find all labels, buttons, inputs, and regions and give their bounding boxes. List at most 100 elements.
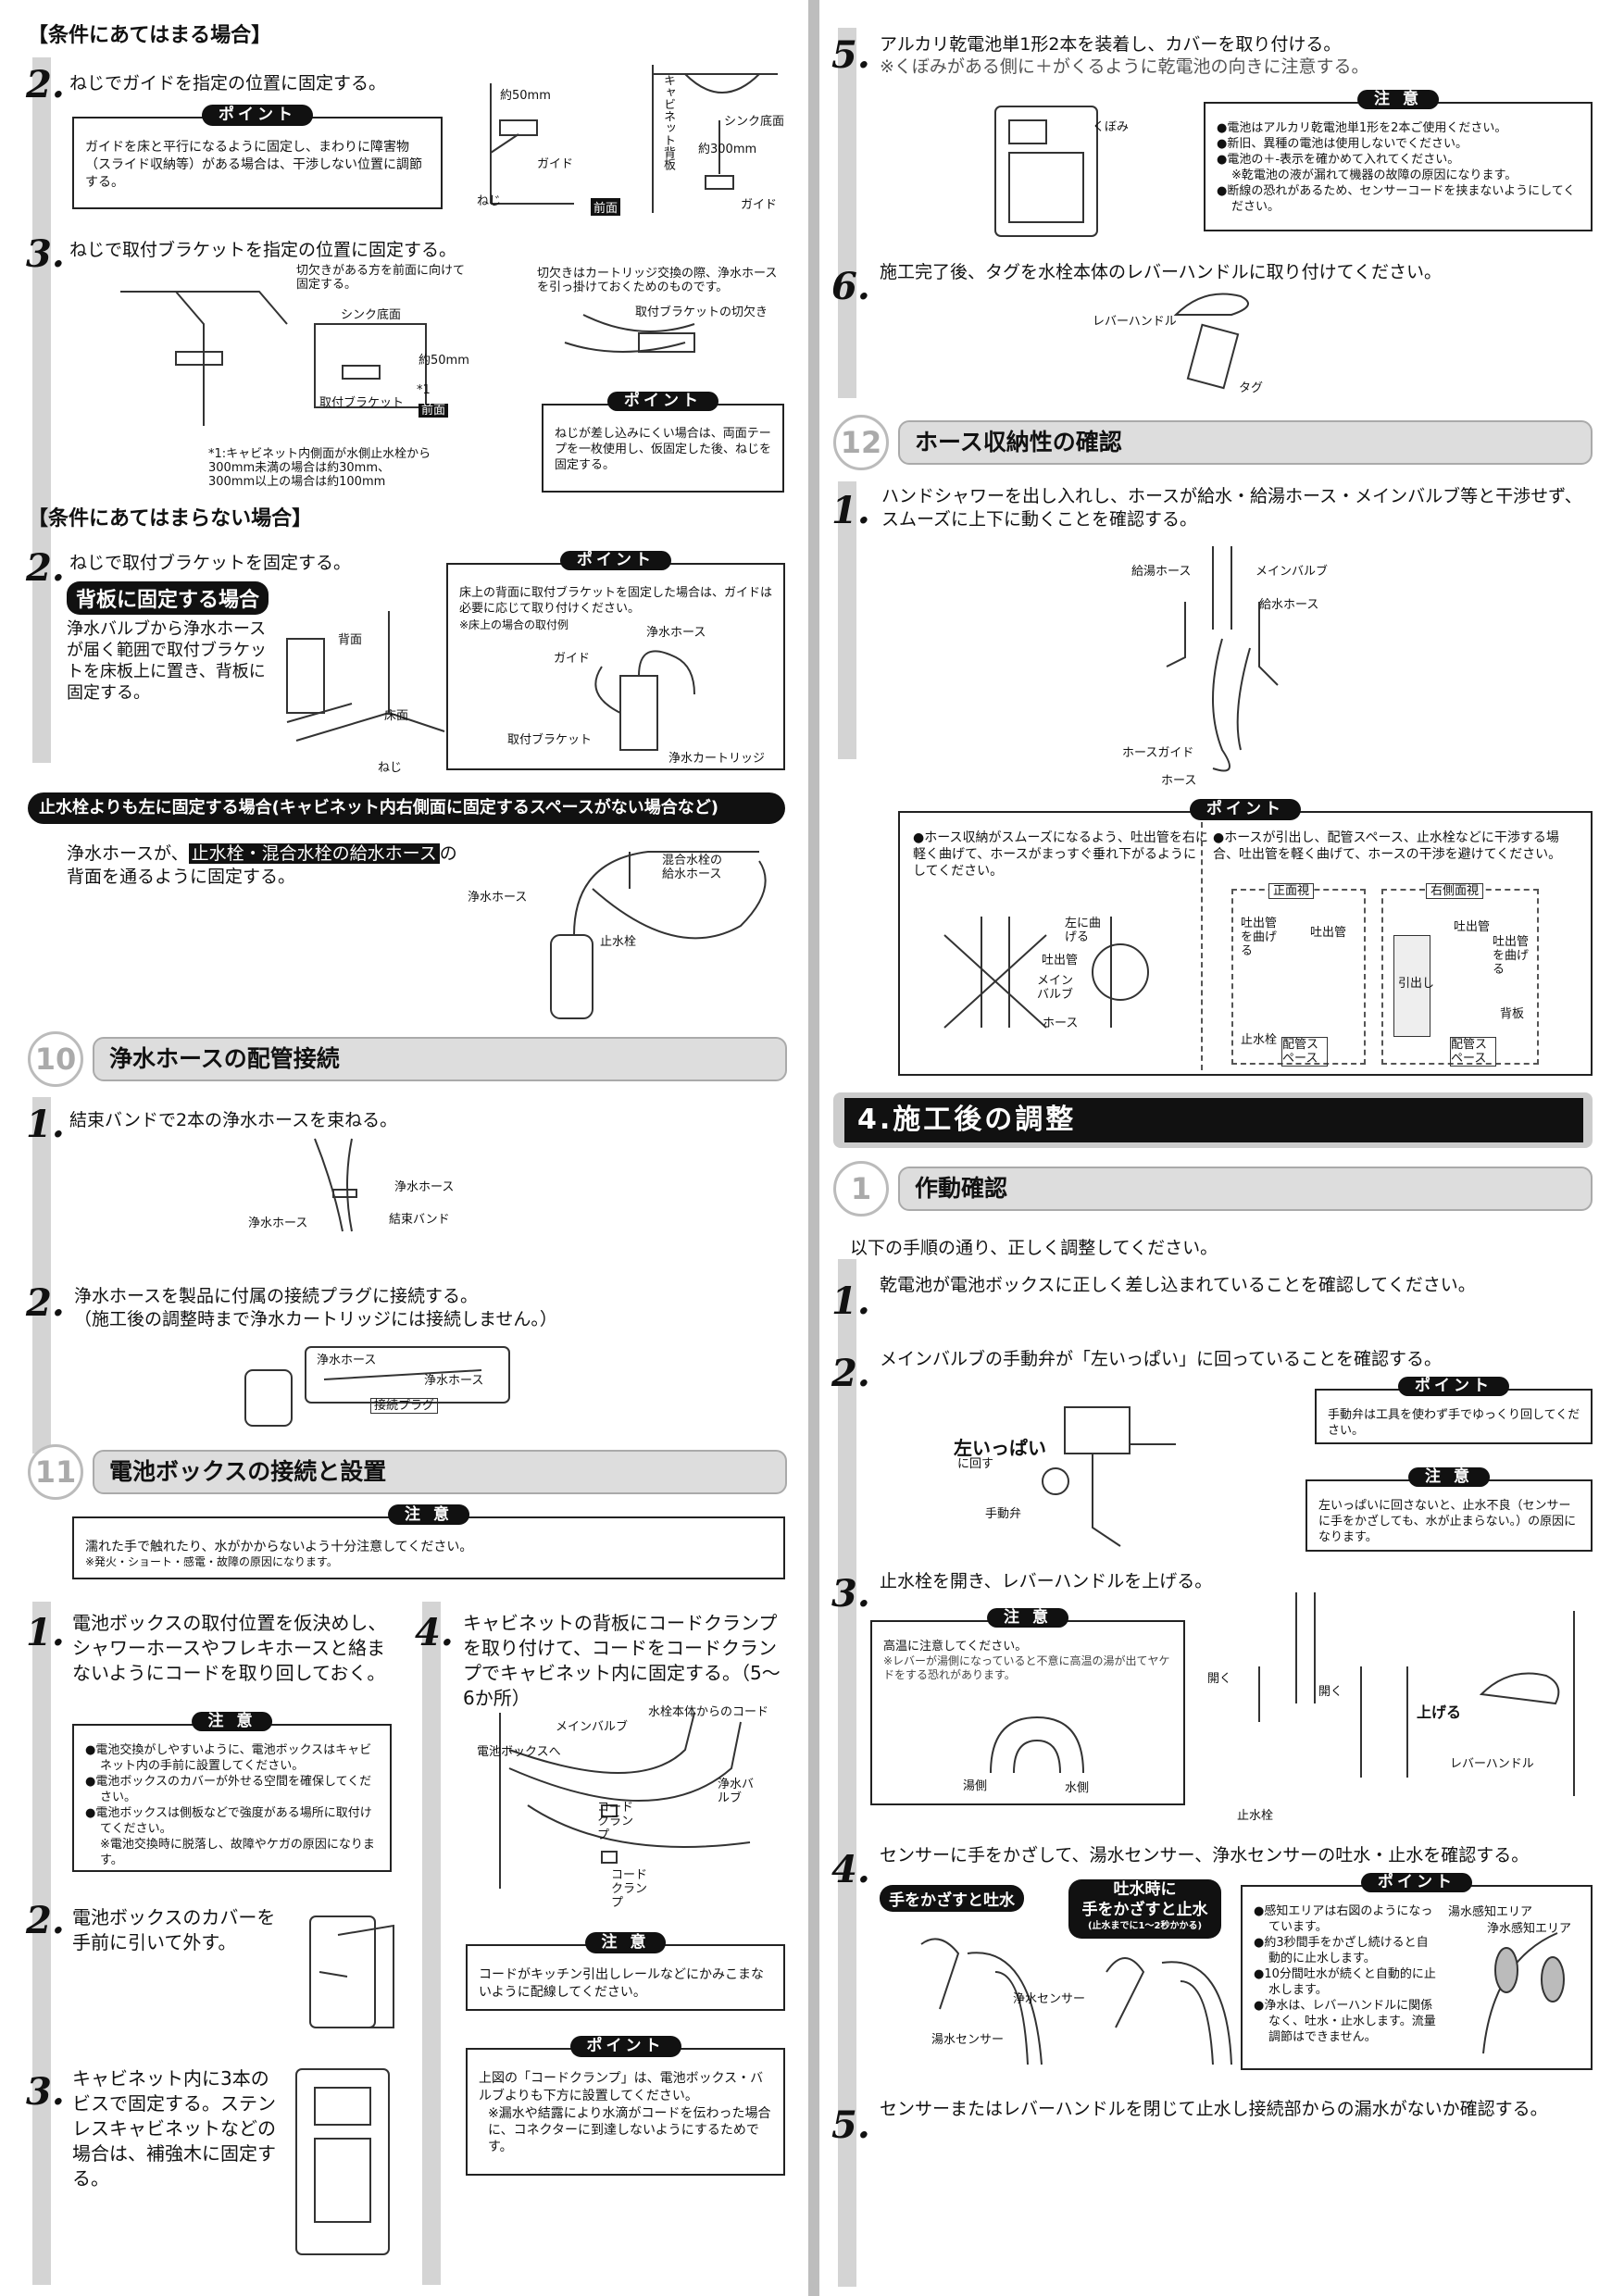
step-number: 1. — [26, 1103, 65, 1146]
caution-box: 注 意 左いっぱいに回さないと、止水不良（センサーに手をかざしても、水が止まらな… — [1305, 1467, 1593, 1552]
label: 浄水ホース — [646, 626, 706, 640]
step-sub: ※くぼみがある側に＋がくるように乾電池の向きに注意する。 — [880, 56, 1369, 77]
label: ねじ — [477, 194, 502, 208]
note: 切欠きはカートリッジ交換の際、浄水ホースを引っ掛けておくためのものです。 — [537, 267, 778, 294]
caution-label: 注 意 — [191, 1712, 273, 1731]
step-number: 1. — [831, 489, 870, 532]
step-text: 乾電池が電池ボックスに正しく差し込まれていることを確認してください。 — [880, 1275, 1476, 1295]
stop-valve-diagram — [1258, 1592, 1575, 1796]
label: 約50mm — [418, 354, 469, 368]
point-box: ポイント 上図の「コードクランプ」は、電池ボックス・バルブよりも下方に設置してく… — [466, 2036, 785, 2176]
label: 床面 — [384, 709, 409, 723]
step-text: アルカリ乾電池単1形2本を装着し、カバーを取り付ける。 — [880, 34, 1342, 55]
label: メインバルブ — [1255, 565, 1329, 579]
caution-box: 注 意 ●電池交換がしやすいように、電池ボックスはキャビネット内の手前に設置して… — [72, 1712, 392, 1872]
sensing-area-diagram — [1482, 1932, 1565, 2054]
step-text: メインバルブの手動弁が「左いっぱい」に回っていることを確認する。 — [880, 1349, 1443, 1369]
backboard-diagram — [286, 611, 445, 742]
label: 浄水ホース — [248, 1217, 308, 1230]
label: 正面視 — [1268, 883, 1315, 899]
section-number: 10 — [28, 1031, 83, 1087]
label: 接続プラグ — [370, 1398, 439, 1414]
label: 左いっぱい — [954, 1437, 1046, 1459]
section-title: ホース収納性の確認 — [898, 420, 1593, 465]
left-fix-text: 浄水ホースが、止水栓・混合水栓の給水ホースの背面を通るように固定する。 — [67, 843, 457, 887]
label: コードクランプ — [597, 1801, 634, 1842]
point-sub: ※床上の場合の取付例 — [459, 618, 569, 631]
section-number: 1 — [833, 1161, 889, 1217]
caution-label: 注 意 — [1408, 1467, 1490, 1487]
caution-label: 注 意 — [388, 1504, 469, 1525]
point-box: ポイント ●ホース収納がスムーズになるよう、吐出管を右に軽く曲げて、ホースがまっ… — [898, 799, 1593, 1076]
floor-example-diagram — [594, 650, 695, 751]
label: 浄水カートリッジ — [668, 752, 766, 766]
point-label: ポイント — [607, 392, 718, 411]
label: 給水ホース — [1259, 598, 1319, 612]
point-text: ねじが差し込みにくい場合は、両面テープを一枚使用し、仮固定した後、ねじを固定する… — [555, 427, 772, 472]
point-box: ポイント ガイドを床と平行になるように固定し、まわりに障害物（スライド収納等）が… — [72, 105, 443, 209]
hose-diagram — [1166, 546, 1279, 772]
label: ホース — [1161, 774, 1197, 788]
section-number: 12 — [833, 415, 889, 470]
caution-sub: ※発火・ショート・感電・故障の原因になります。 — [85, 1555, 338, 1568]
label: 結束バンド — [389, 1213, 450, 1227]
point-text: ガイドを床と平行になるように固定し、まわりに障害物（スライド収納等）がある場合は… — [85, 140, 422, 190]
step-number: 2. — [831, 1352, 870, 1395]
badge-spout: 手をかざすと吐水 — [880, 1885, 1024, 1912]
label: 浄水ホース — [424, 1374, 484, 1388]
label: 止水栓 — [600, 935, 637, 949]
label: 止水栓 — [1241, 1033, 1278, 1047]
label: 吐出管 — [1042, 954, 1079, 967]
label: 止水栓 — [1237, 1809, 1274, 1823]
section-title: 作動確認 — [898, 1167, 1593, 1211]
tag-diagram — [1173, 293, 1249, 390]
left-fix-diagram — [550, 851, 767, 1019]
section-1-header: 1 作動確認 — [833, 1161, 1593, 1217]
highlight: 止水栓・混合水栓の給水ホース — [188, 843, 440, 864]
point-label: ポイント — [1361, 1873, 1472, 1892]
label: ねじ — [378, 761, 403, 775]
label: に回す — [957, 1457, 994, 1471]
point-box: ポイント ねじが差し込みにくい場合は、両面テープを一枚使用し、仮固定した後、ねじ… — [542, 392, 784, 493]
point-box: ポイント ●感知エリアは右図のようになっています。 ●約3秒間手をかざし続けると… — [1241, 1873, 1593, 2070]
label: メインバルブ — [1037, 974, 1074, 1002]
section-11-header: 11 電池ボックスの接続と設置 — [28, 1444, 787, 1500]
step-text: センサーまたはレバーハンドルを閉じて止水し接続部からの漏水がないか確認する。 — [880, 2099, 1548, 2119]
label: 手動弁 — [985, 1507, 1022, 1521]
label: 浄水バルブ — [718, 1778, 755, 1805]
intro-text: 以下の手順の通り、正しく調整してください。 — [850, 1238, 1218, 1258]
section-12-header: 12 ホース収納性の確認 — [833, 415, 1593, 470]
label: レバーハンドル — [1093, 315, 1177, 329]
label: ガイド — [537, 157, 574, 171]
step-number: 3. — [831, 1572, 870, 1616]
step-bar — [422, 1602, 441, 2285]
label: 水側 — [1065, 1781, 1090, 1795]
label: 混合水栓の給水ホース — [662, 854, 723, 881]
battery-box-diagram — [309, 1915, 394, 2028]
lever-diagram — [990, 1716, 1084, 1774]
label: 左に曲げる — [1065, 917, 1102, 944]
label: くぼみ — [1093, 120, 1130, 134]
divider — [1201, 822, 1203, 1070]
label: 浄水ホース — [468, 891, 528, 905]
label: 湯水センサー — [931, 2033, 1005, 2047]
point-label: ポイント — [560, 551, 671, 570]
label: キャビネット背板 — [661, 74, 675, 170]
label: ガイド — [554, 652, 591, 666]
point-text: 床上の背面に取付ブラケットを固定した場合は、ガイドは必要に応じて取り付けください… — [459, 586, 773, 616]
label: 吐出管を曲げる — [1493, 935, 1530, 977]
point-label: ポイント — [1190, 799, 1301, 820]
label: 水栓本体からのコード — [648, 1705, 769, 1719]
label: 浄水ホース — [394, 1180, 455, 1194]
step-text: 電池ボックスの取付位置を仮決めし、シャワーホースやフレキホースと絡まないようにコ… — [72, 1612, 387, 1684]
label: 吐出管 — [1310, 926, 1347, 940]
bend-left-diagram — [943, 917, 1149, 1029]
point-box: ポイント 手動弁は工具を使わず手でゆっくり回してください。 — [1315, 1377, 1593, 1444]
label: 湯側 — [963, 1779, 988, 1793]
battery-insert-diagram — [994, 106, 1098, 237]
step-number: 6. — [831, 265, 870, 308]
section-10-header: 10 浄水ホースの配管接続 — [28, 1031, 787, 1087]
label: *1 — [417, 383, 431, 397]
step-bar — [32, 1097, 51, 1454]
label: 引出し — [1398, 977, 1435, 991]
